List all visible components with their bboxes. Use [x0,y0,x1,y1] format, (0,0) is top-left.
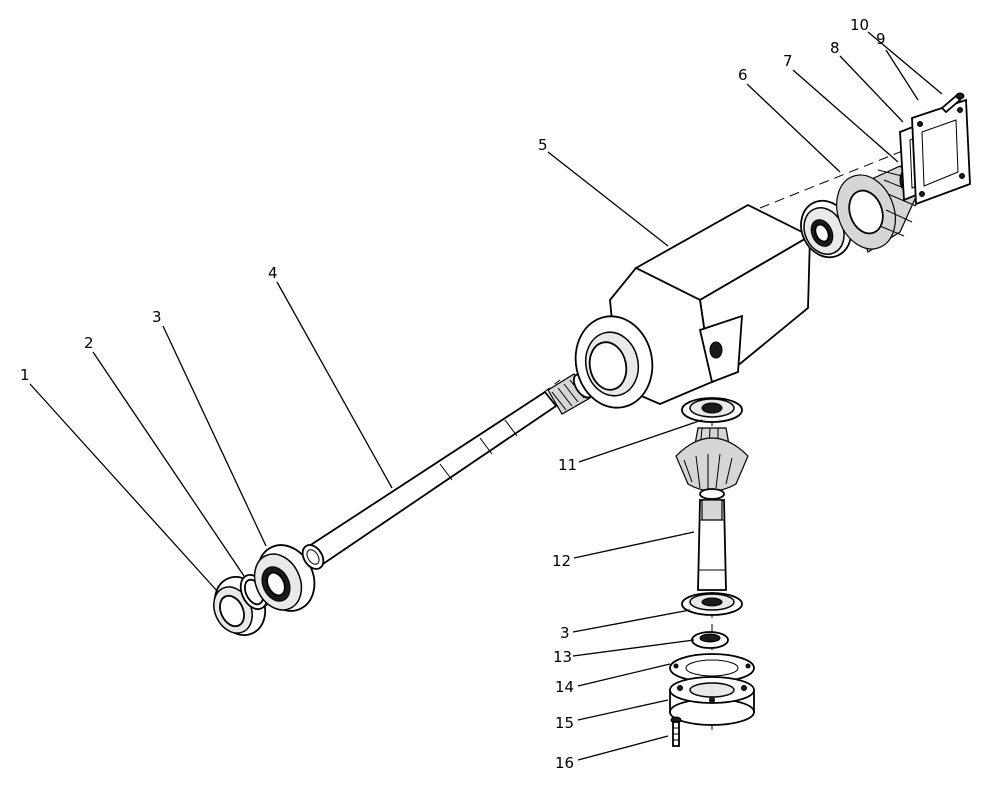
callout-2: 2 [84,334,94,352]
callout-11: 11 [558,456,577,474]
part-3-bearing-lower [681,592,743,616]
part-13-seal [691,631,729,649]
part-7-bevel-gear [836,165,921,253]
callout-8: 8 [830,39,840,57]
part-4-shaft [301,373,594,570]
callout-15: 15 [555,714,574,732]
callout-10: 10 [850,16,869,34]
callout-3-lower: 3 [560,624,570,642]
callout-4: 4 [268,264,278,282]
part-15-bearing-cap [669,676,755,726]
callout-12: 12 [552,552,571,570]
callout-3: 3 [152,308,162,326]
callout-7: 7 [783,52,793,70]
callout-16: 16 [555,754,574,772]
part-5-housing [574,203,812,409]
part-16-cap-screw [670,716,682,747]
part-9-cover-plate [911,98,971,206]
part-11-bearing [681,397,743,423]
part-12-pinion-shaft [675,427,749,591]
leader-lines [29,31,943,761]
callout-14: 14 [555,678,574,696]
part-10-screw [940,92,965,114]
callout-9: 9 [876,30,886,48]
part-14-gasket [669,653,755,683]
callout-1: 1 [20,366,30,384]
callout-13: 13 [553,648,572,666]
callout-6: 6 [738,66,748,84]
callout-labels: 1 2 3 4 5 6 7 8 9 10 11 12 3 13 14 15 16 [20,16,886,772]
callout-5: 5 [538,136,548,154]
part-3-bearing [253,544,316,612]
